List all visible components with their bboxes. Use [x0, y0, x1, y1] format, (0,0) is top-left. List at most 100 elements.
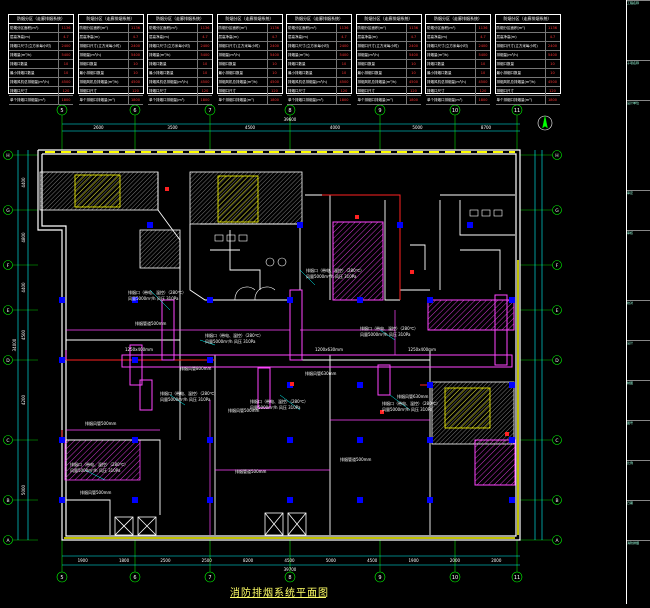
fire-damper-markers	[165, 187, 509, 436]
legend-row-value: 4.7	[58, 33, 73, 41]
legend-row: 单个排烟口排烟量(m³)1800	[78, 96, 143, 105]
note-exhaust-5: 排烟口（带电、温控）（280℃）	[160, 390, 218, 396]
title-block-cell: 比例	[627, 460, 650, 501]
legend-row-value: 10	[58, 60, 73, 68]
legend-row-value: 1136	[127, 24, 143, 32]
column	[207, 297, 213, 303]
legend-row-label: 排烟口数量	[10, 62, 28, 66]
legend-row-label: 单个排烟口排烟量(m³)	[357, 98, 394, 102]
axis-left-bubble	[3, 435, 13, 445]
axis-bottom-label: 9	[378, 575, 381, 581]
column	[59, 437, 65, 443]
legend-row: 排烟口尺寸(立方米每小时)2400	[9, 42, 73, 51]
legend-row-value: 1800	[405, 96, 421, 104]
axis-right-bubble	[552, 535, 562, 545]
axis-top-label: 9	[378, 108, 381, 114]
legend-row-label: 单个排烟口排烟量(m³)	[427, 98, 463, 102]
axis-right-label: G	[555, 208, 559, 214]
axis-right-label: H	[555, 153, 558, 159]
annotation-leaders	[84, 269, 411, 481]
legend-row-label: 最小排烟口数量	[10, 71, 35, 75]
note-fan-1: 风量5000m³/h 风压 310Pa	[128, 295, 179, 301]
axis-bottom-bubble	[204, 571, 216, 583]
legend-row: 单个排烟口排烟量(m³)1800	[148, 96, 212, 105]
note-exhaust-3: 排烟口（带电、温控）（280℃）	[205, 332, 263, 338]
legend-row: 单个排烟口排烟量(m³)1800	[217, 96, 282, 105]
note-duct-500f: 排烟管道500mm	[135, 320, 167, 326]
axis-top-label: 7	[208, 108, 211, 114]
legend-row-value: 1136	[266, 24, 282, 32]
legend-row-label: 排烟口尺寸	[79, 89, 98, 93]
note-fan-3: 风量5000m³/h 风压 310Pa	[205, 338, 256, 344]
column	[357, 437, 363, 443]
column	[207, 437, 213, 443]
note-exhaust-8: 排烟口（带电、温控）（280℃）	[70, 461, 128, 467]
axis-right-label: E	[556, 308, 559, 314]
axis-right-bubble	[552, 435, 562, 445]
axis-top-label: 11	[514, 108, 520, 114]
legend-row-value: 5400	[197, 51, 212, 59]
legend-row: 防烟分区面积(m²)1136	[287, 24, 351, 33]
legend-row-value: 10	[405, 60, 421, 68]
legend-row-value: 4500	[197, 78, 212, 86]
legend-row: 单个排烟口排烟量(m³)1800	[426, 96, 490, 105]
legend-row-value: 120	[266, 87, 282, 95]
note-exhaust-7: 排烟口（带电、温控）（280℃）	[382, 400, 440, 406]
note-duct-size-2: 1250x400mm	[408, 347, 436, 352]
legend-row: 排烟风机总排烟量(m³/h)4500	[356, 78, 421, 87]
title-block-cell: 校对	[627, 300, 650, 341]
top-dimension-text: 4500	[245, 125, 256, 130]
shaft-hatch-2	[427, 299, 515, 331]
top-dimension-text: 5000	[412, 125, 423, 130]
left-dimension-text: 4400	[21, 282, 26, 293]
column	[397, 222, 403, 228]
legend-row-value: 1136	[336, 24, 351, 32]
legend-row: 排烟量(m³/h)5400	[356, 51, 421, 60]
axis-bottom-label: 7	[208, 575, 211, 581]
note-exhaust-6: 排烟口（带电、温控）（280℃）	[250, 398, 308, 404]
legend-row-value: 4500	[544, 78, 560, 86]
legend-table-header: 防烟分区（走廊排烟系统）	[148, 15, 212, 24]
axis-top-bubble	[374, 104, 386, 116]
legend-row-label: 排烟口尺寸(立方米每小时)	[79, 44, 121, 48]
title-block-cell: 审定	[627, 190, 650, 231]
axis-top-bubble	[129, 104, 141, 116]
axis-bottom-bubble	[511, 571, 523, 583]
note-fan-6: 风量5000m³/h 风压 310Pa	[250, 404, 301, 410]
title-block-cell: 消防排烟	[627, 540, 650, 605]
legend-row: 排烟口尺寸(立方米每小时)2400	[78, 42, 143, 51]
column	[59, 357, 65, 363]
axis-left-label: E	[7, 308, 10, 314]
legend-row: 排烟量(m³/h) 5400	[287, 51, 351, 60]
column	[467, 222, 473, 228]
legend-row-value: 1800	[127, 96, 143, 104]
legend-row-label: 排烟量(m³/h)	[218, 53, 240, 57]
top-dimension-text: 8700	[481, 125, 492, 130]
axis-top-bubble	[511, 104, 523, 116]
column	[132, 497, 138, 503]
column	[287, 297, 293, 303]
axis-right-label: A	[555, 538, 559, 544]
axis-top-bubble	[56, 104, 68, 116]
legend-table-header: 防烟分区（走廊排烟系统）	[217, 15, 282, 24]
note-duct-size-1: 1200x630mm	[315, 347, 343, 352]
legend-row-value: 2400	[405, 42, 421, 50]
legend-row-value: 2400	[544, 42, 560, 50]
axis-left-label: F	[7, 263, 10, 269]
legend-row-label: 排烟量(m³/h)	[149, 53, 171, 57]
bottom-dimension-text: 1900	[78, 558, 89, 563]
legend-row-value: 5400	[336, 51, 351, 59]
note-fan-8: 风量5000m³/h 风压 310Pa	[70, 467, 121, 473]
legend-row-value: 5400	[475, 51, 490, 59]
legend-row-label: 排烟量(m³/h)	[288, 53, 310, 57]
axis-left-label: D	[6, 358, 10, 364]
note-duct-500a: 排烟风管500mm	[228, 407, 260, 413]
title-block-cell: 设计	[627, 340, 650, 381]
column	[357, 382, 363, 388]
